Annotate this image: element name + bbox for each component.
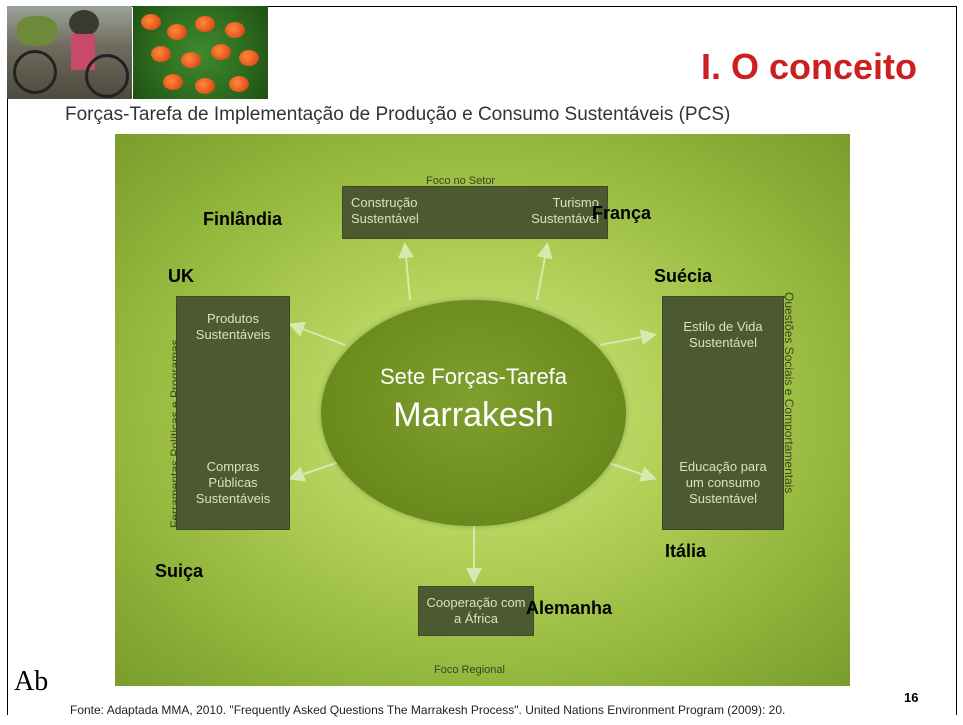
country-finlandia: Finlândia — [203, 209, 283, 229]
turismo-label: Turismo Sustentável — [531, 195, 599, 226]
slide-frame — [7, 6, 957, 715]
country-franca: França — [592, 203, 652, 223]
compras-label: Compras Públicas Sustentáveis — [195, 459, 271, 506]
slide-subtitle: Forças-Tarefa de Implementação de Produç… — [65, 104, 731, 125]
footer-text-partial: Ab — [14, 666, 49, 697]
source-citation: Fonte: Adaptada MMA, 2010. "Frequently A… — [70, 703, 786, 717]
country-alemanha: Alemanha — [526, 598, 613, 618]
fruits-photo — [133, 6, 268, 99]
marrakesh-ellipse: Sete Forças-Tarefa Marrakesh — [321, 300, 626, 526]
country-suica: Suiça — [155, 561, 204, 581]
produtos-label: Produtos Sustentáveis — [195, 311, 271, 342]
country-uk: UK — [168, 266, 194, 286]
slide-title: I. O conceito — [700, 46, 917, 87]
sector-box: Construção Sustentável Turismo Sustentáv… — [342, 186, 608, 239]
top-focus-label: Foco no Setor — [426, 175, 496, 187]
page-number: 16 — [904, 690, 919, 705]
country-suecia: Suécia — [654, 266, 713, 286]
estilo-label: Estilo de Vida Sustentável — [683, 319, 763, 350]
country-italia: Itália — [665, 541, 707, 561]
bottom-focus-label: Foco Regional — [434, 664, 505, 676]
construcao-label: Construção Sustentável — [351, 195, 419, 226]
bicycle-vendor-photo — [7, 6, 132, 99]
regional-box: Cooperação com a África — [418, 586, 534, 636]
policy-tools-box: Produtos Sustentáveis Compras Públicas S… — [176, 296, 290, 530]
center-line1: Sete Forças-Tarefa — [379, 364, 568, 389]
educacao-label: Educação para um consumo Sustentável — [679, 459, 767, 506]
center-line2: Marrakesh — [393, 396, 554, 434]
social-issues-box: Estilo de Vida Sustentável Educação para… — [662, 296, 784, 530]
right-side-label: Questões Sociais e Comportamentais — [782, 292, 796, 494]
cooperacao-label: Cooperação com a África — [426, 595, 526, 626]
